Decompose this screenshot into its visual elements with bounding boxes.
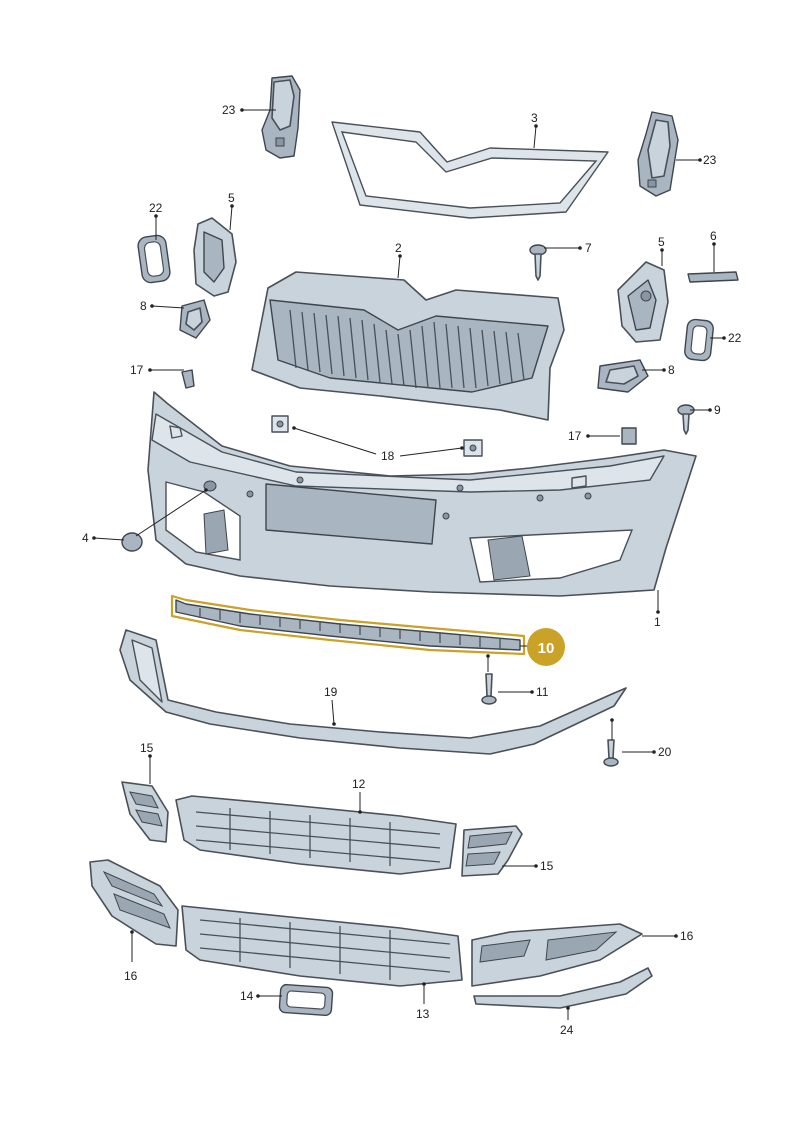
lower-grille-part[interactable] [181, 905, 463, 987]
right-mount-bracket-part[interactable] [617, 261, 669, 343]
callout-23-right: 23 [703, 153, 717, 167]
callout-15-right: 15 [540, 859, 554, 873]
callout-9: 9 [714, 403, 721, 417]
clip-18-left-part[interactable] [271, 415, 289, 433]
grille-slats [289, 309, 525, 389]
callout-19: 19 [324, 685, 338, 699]
callout-11: 11 [536, 685, 549, 699]
callout-12: 12 [352, 777, 366, 791]
lower-spoiler-part[interactable] [119, 629, 627, 755]
left-small-bracket-part[interactable] [179, 299, 211, 339]
left-grille-insert-part[interactable] [121, 781, 169, 843]
tow-eye-cap-part[interactable] [121, 532, 143, 552]
callout-10: 10 [538, 640, 555, 657]
callout-17-right: 17 [568, 429, 582, 443]
callout-labels: 23 3 23 22 5 2 7 5 6 8 22 17 8 9 17 18 4… [82, 103, 742, 1037]
trim-strip-24-part[interactable] [473, 967, 653, 1009]
center-grille-part[interactable] [175, 795, 457, 875]
callout-7: 7 [585, 241, 592, 255]
small-strip-part[interactable] [687, 271, 739, 283]
callout-3: 3 [531, 111, 538, 125]
grille-frame-part[interactable] [331, 121, 609, 219]
callout-8-left: 8 [140, 299, 147, 313]
callout-4: 4 [82, 531, 89, 545]
screw-7-part[interactable] [529, 244, 547, 281]
callout-23-left: 23 [222, 103, 236, 117]
callout-16-right: 16 [680, 929, 694, 943]
callout-22-left: 22 [149, 201, 163, 215]
callout-16-left: 16 [124, 969, 138, 983]
screw-11-part[interactable] [481, 673, 497, 705]
callout-5-right: 5 [658, 235, 665, 249]
leader-lines [92, 108, 726, 1020]
callout-14: 14 [240, 989, 254, 1003]
gasket-14-part[interactable] [278, 983, 334, 1017]
screw-9-part[interactable] [677, 404, 695, 435]
callout-20: 20 [658, 745, 672, 759]
callout-6: 6 [710, 229, 717, 243]
main-grille-part[interactable] [251, 271, 565, 421]
callout-5-left: 5 [228, 191, 235, 205]
callout-13: 13 [416, 1007, 430, 1021]
lower-strip-part-10[interactable] [170, 594, 526, 656]
right-grille-insert-part[interactable] [461, 825, 523, 877]
highlighted-part-badge[interactable]: 10 [527, 628, 565, 666]
callout-1: 1 [654, 615, 661, 629]
fog-bracket-right [487, 535, 531, 581]
left-clip-17-part[interactable] [181, 369, 195, 389]
right-lower-insert-part[interactable] [471, 923, 643, 987]
callout-18: 18 [381, 449, 395, 463]
badge-circle [527, 628, 565, 666]
right-clip-17-part[interactable] [621, 427, 637, 445]
callout-2: 2 [395, 241, 402, 255]
bumper-cover-part[interactable] [147, 391, 697, 597]
clip-18-right-part[interactable] [463, 439, 483, 457]
fog-bracket-left [203, 509, 229, 555]
left-lower-insert-part[interactable] [89, 859, 179, 947]
right-upper-bracket-part[interactable] [637, 111, 679, 197]
callout-17-left: 17 [130, 363, 144, 377]
left-gasket-part[interactable] [137, 234, 171, 284]
left-upper-bracket-part[interactable] [261, 75, 301, 159]
callout-15-left: 15 [140, 741, 154, 755]
screw-20-part[interactable] [603, 739, 619, 767]
right-small-bracket-part[interactable] [597, 359, 649, 393]
callout-24: 24 [560, 1023, 574, 1037]
callout-8-right: 8 [668, 363, 675, 377]
left-mount-bracket-part[interactable] [193, 217, 237, 297]
right-gasket-part[interactable] [684, 318, 714, 362]
callout-22-right: 22 [728, 331, 742, 345]
